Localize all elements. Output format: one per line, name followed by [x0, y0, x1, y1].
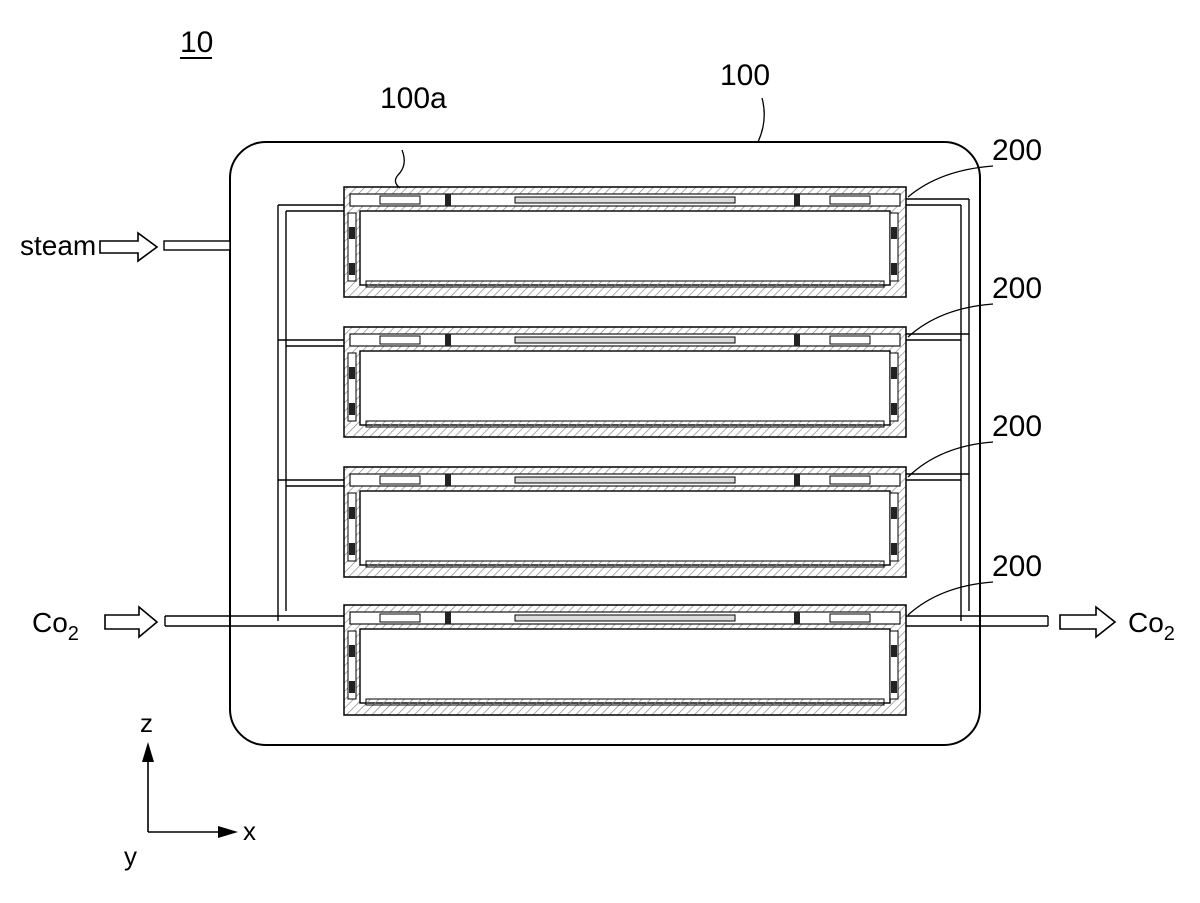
stack-cavity [360, 351, 890, 425]
stack-wall-seal-1-2 [349, 403, 355, 415]
stack-wall-seal-1-1 [349, 645, 355, 657]
stack-side-plate-left [380, 614, 420, 622]
stack-wall-seal-1-1 [349, 507, 355, 519]
stack-seal-1 [445, 194, 451, 206]
stack-side-plate-left [380, 336, 420, 344]
axis-y-label: y [124, 841, 137, 871]
stack-label: 200 [992, 410, 1042, 443]
stack-side-plate-right [830, 336, 870, 344]
stack-cavity [360, 211, 890, 285]
stack-200-1: 200 [344, 134, 1042, 297]
stack-wall-seal-1-2 [349, 543, 355, 555]
stack-side-plate-right [830, 196, 870, 204]
axis-z-label: z [140, 708, 153, 738]
stack-side-plate-left [380, 476, 420, 484]
co2-outlet-text: Co [1128, 607, 1164, 638]
stack-label: 200 [992, 550, 1042, 583]
stack-wall-seal-2-2 [891, 543, 897, 555]
stack-electrode [366, 561, 884, 567]
axis-x-label: x [243, 816, 256, 846]
stack-wall-seal-2-1 [891, 367, 897, 379]
stack-seal-2 [794, 334, 800, 346]
stack-electrode [366, 699, 884, 705]
co2-inlet-arrow [105, 607, 157, 637]
stack-membrane [515, 337, 735, 343]
stack-seal-2 [794, 474, 800, 486]
stack-wall-seal-2-2 [891, 263, 897, 275]
stack-cavity [360, 491, 890, 565]
chamber-space-label: 100a [380, 82, 447, 115]
co2-inlet-label: Co2 [32, 607, 79, 645]
stack-wall-seal-2-2 [891, 681, 897, 693]
chamber-label: 100 [720, 59, 770, 92]
stack-seal-1 [445, 612, 451, 624]
stack-seal-1 [445, 474, 451, 486]
stack-seal-2 [794, 612, 800, 624]
co2-outlet-arrow [1060, 607, 1115, 637]
stack-seal-2 [794, 194, 800, 206]
chamber-space-leader [395, 150, 404, 188]
stack-wall-seal-1-2 [349, 681, 355, 693]
stack-group: 200 200 200 200 [344, 134, 1042, 715]
stack-wall-seal-2-1 [891, 645, 897, 657]
figure-number: 10 [180, 26, 213, 59]
stack-wall-seal-1-2 [349, 263, 355, 275]
stack-wall-seal-2-2 [891, 403, 897, 415]
stack-wall-seal-1-1 [349, 227, 355, 239]
stack-side-plate-left [380, 196, 420, 204]
stack-electrode [366, 421, 884, 427]
stack-membrane [515, 477, 735, 483]
stack-label: 200 [992, 134, 1042, 167]
stack-seal-1 [445, 334, 451, 346]
stack-side-plate-right [830, 614, 870, 622]
stack-wall-seal-2-1 [891, 507, 897, 519]
stack-membrane [515, 197, 735, 203]
co2-inlet-subscript: 2 [68, 623, 79, 645]
steam-inlet-label: steam [20, 230, 96, 261]
co2-outlet-subscript: 2 [1164, 623, 1175, 645]
co2-outlet-label: Co2 [1128, 607, 1175, 645]
axis-indicator [142, 742, 238, 838]
stack-cavity [360, 629, 890, 703]
stack-electrode [366, 281, 884, 287]
stack-wall-seal-2-1 [891, 227, 897, 239]
chamber-leader [758, 98, 764, 142]
co2-inlet-text: Co [32, 607, 68, 638]
stack-membrane [515, 615, 735, 621]
stack-side-plate-right [830, 476, 870, 484]
stack-wall-seal-1-1 [349, 367, 355, 379]
stack-label: 200 [992, 272, 1042, 305]
steam-inlet-arrow [100, 233, 157, 261]
